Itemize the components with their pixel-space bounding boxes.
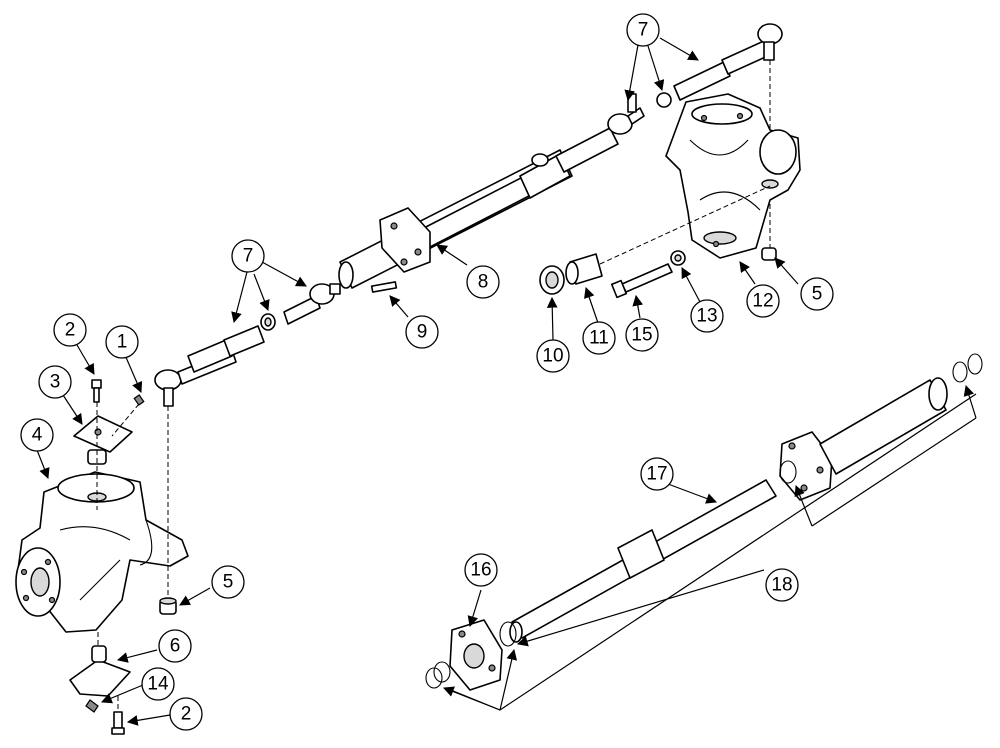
lower-grease-fitting <box>85 699 99 713</box>
callout-2-lower: 2 <box>169 697 203 731</box>
callout-16: 16 <box>464 553 498 587</box>
svg-text:15: 15 <box>631 325 652 346</box>
leader-lines <box>36 37 977 726</box>
callout-13: 13 <box>690 299 724 333</box>
svg-text:3: 3 <box>50 372 61 393</box>
callout-17: 17 <box>640 457 674 491</box>
callout-2-upper: 2 <box>53 313 87 347</box>
right-lock-nut <box>761 247 777 261</box>
right-tie-rod <box>673 23 783 101</box>
svg-text:7: 7 <box>243 246 254 267</box>
callout-11: 11 <box>582 321 616 355</box>
callout-7-right: 7 <box>626 13 660 47</box>
o-rings <box>425 353 983 689</box>
right-inner-ball-joint <box>607 92 672 135</box>
callout-8: 8 <box>466 265 500 299</box>
seal-ring-10 <box>539 265 565 295</box>
right-steering-knuckle <box>665 93 801 259</box>
svg-text:16: 16 <box>470 560 491 581</box>
bushing-11 <box>565 253 603 285</box>
lower-pivot-bracket <box>69 645 131 697</box>
svg-text:11: 11 <box>589 328 609 349</box>
callout-7-left: 7 <box>231 239 265 273</box>
callout-18: 18 <box>765 568 799 602</box>
bracket-bolt <box>91 379 102 403</box>
callout-4: 4 <box>20 418 54 452</box>
left-steering-knuckle <box>15 471 189 633</box>
steering-cylinder <box>338 127 619 289</box>
svg-text:4: 4 <box>32 425 43 446</box>
axle-tube-assembly <box>509 377 948 643</box>
callout-6: 6 <box>158 629 192 663</box>
svg-text:10: 10 <box>542 346 563 367</box>
callout-15: 15 <box>625 318 659 352</box>
nut-13 <box>670 250 686 266</box>
grease-fitting <box>133 394 145 406</box>
callout-9: 9 <box>405 315 439 349</box>
svg-text:12: 12 <box>752 291 773 312</box>
bolt-15 <box>610 263 673 299</box>
left-lock-nut <box>159 597 177 615</box>
svg-text:2: 2 <box>65 320 76 341</box>
svg-text:1: 1 <box>117 332 128 353</box>
svg-text:14: 14 <box>147 674 169 695</box>
pin-9 <box>370 281 398 293</box>
callout-12: 12 <box>746 284 780 318</box>
svg-text:17: 17 <box>646 464 667 485</box>
lower-bracket-bolt <box>111 711 125 735</box>
callout-1: 1 <box>105 325 139 359</box>
callout-10: 10 <box>536 339 570 373</box>
svg-text:5: 5 <box>223 572 234 593</box>
svg-text:7: 7 <box>638 20 649 41</box>
left-inner-ball-joint <box>283 283 341 325</box>
flange-16 <box>449 619 503 691</box>
left-tie-rod-end <box>154 313 276 407</box>
svg-text:9: 9 <box>417 322 428 343</box>
svg-text:18: 18 <box>771 575 792 596</box>
callout-5-left: 5 <box>211 565 245 599</box>
svg-text:5: 5 <box>812 284 823 305</box>
svg-text:13: 13 <box>696 306 717 327</box>
svg-text:6: 6 <box>170 636 181 657</box>
svg-text:8: 8 <box>478 272 489 293</box>
callout-5-right: 5 <box>800 277 834 311</box>
callout-14: 14 <box>141 667 175 701</box>
svg-text:2: 2 <box>181 704 192 725</box>
callout-3: 3 <box>38 365 72 399</box>
